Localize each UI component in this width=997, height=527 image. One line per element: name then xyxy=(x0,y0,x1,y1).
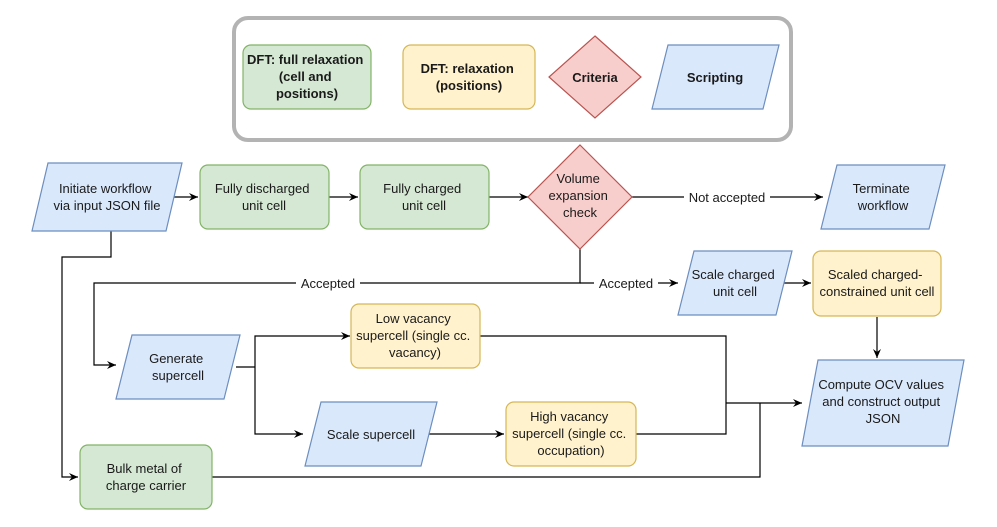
node-generate-supercell: Generate supercell xyxy=(115,334,241,400)
node-terminate-workflow: Terminate workflow xyxy=(820,164,946,230)
edge-check-accepted-left xyxy=(93,249,581,369)
svg-text:Accepted: Accepted xyxy=(599,276,653,291)
legend-relaxation-positions: DFT: relaxation (positions) xyxy=(402,44,536,110)
node-scaled-constrained-unit-cell: Scaled charged- constrained unit cell xyxy=(812,250,942,317)
svg-text:Accepted: Accepted xyxy=(301,276,355,291)
svg-text:Scaled charged- constrai: Scaled charged- constrained unit cell xyxy=(820,267,935,299)
edge-label-accepted-left: Accepted xyxy=(296,275,360,291)
svg-text:Volume expansion c: Volume expansion check xyxy=(549,171,612,220)
node-fully-discharged: Fully discharged unit cell xyxy=(199,164,330,230)
edge-low-ocv xyxy=(480,335,727,403)
node-low-vacancy-supercell: Low vacancy supercell (single cc. vacanc… xyxy=(350,303,481,369)
svg-text:Initiate workflow via in: Initiate workflow via input JSON file xyxy=(54,181,161,213)
legend-scripting-label: Scripting xyxy=(687,70,743,85)
edge-bulk-ocv xyxy=(212,403,761,478)
node-scale-supercell: Scale supercell xyxy=(304,401,438,467)
node-bulk-metal: Bulk metal of charge carrier xyxy=(79,444,213,510)
svg-text:Fully discharged unit ce: Fully discharged unit cell xyxy=(215,181,313,213)
svg-text:Low vacancy supercell (s: Low vacancy supercell (single cc. vacanc… xyxy=(356,311,474,360)
legend-criteria-label: Criteria xyxy=(572,70,618,85)
svg-text:High vacancy supercell (: High vacancy supercell (single cc. occup… xyxy=(512,409,630,458)
edge-initiate-bulk xyxy=(61,231,112,481)
svg-text:Not accepted: Not accepted xyxy=(689,190,766,205)
node-volume-expansion-check: Volume expansion check xyxy=(527,144,633,250)
legend-full-relaxation: DFT: full relaxation (cell and positions… xyxy=(242,44,372,110)
node-high-vacancy-supercell: High vacancy supercell (single cc. occup… xyxy=(505,401,637,467)
svg-text:Fully charged unit cell: Fully charged unit cell xyxy=(383,181,465,213)
edge-generate-low xyxy=(254,332,350,367)
edge-label-accepted-right: Accepted xyxy=(594,275,658,291)
edge-label-not-accepted: Not accepted xyxy=(684,189,770,205)
node-fully-charged: Fully charged unit cell xyxy=(359,164,490,230)
edge-high-ocv xyxy=(636,403,727,435)
svg-text:Compute OCV values and c: Compute OCV values and construct output … xyxy=(818,377,947,426)
edge-generate-scale xyxy=(254,367,303,438)
node-compute-ocv: Compute OCV values and construct output … xyxy=(801,359,965,447)
node-initiate-workflow: Initiate workflow via input JSON file xyxy=(31,162,183,232)
svg-text:Scale supercell: Scale supercell xyxy=(327,427,415,442)
legend-scripting: Scripting xyxy=(651,44,780,110)
svg-text:Scale charged unit cell: Scale charged unit cell xyxy=(692,267,779,299)
svg-text:Bulk metal of charge car: Bulk metal of charge carrier xyxy=(106,461,187,493)
svg-text:Terminate workflow: Terminate workflow xyxy=(853,181,914,213)
legend-criteria: Criteria xyxy=(548,35,642,119)
node-scale-charged-unit-cell: Scale charged unit cell xyxy=(677,250,793,316)
legend-full-relaxation-label: DFT: full relaxation (cell and positions… xyxy=(247,52,367,101)
legend-relaxation-positions-label: DFT: relaxation (positions) xyxy=(421,61,518,93)
svg-text:Generate supercell: Generate supercell xyxy=(149,351,207,383)
